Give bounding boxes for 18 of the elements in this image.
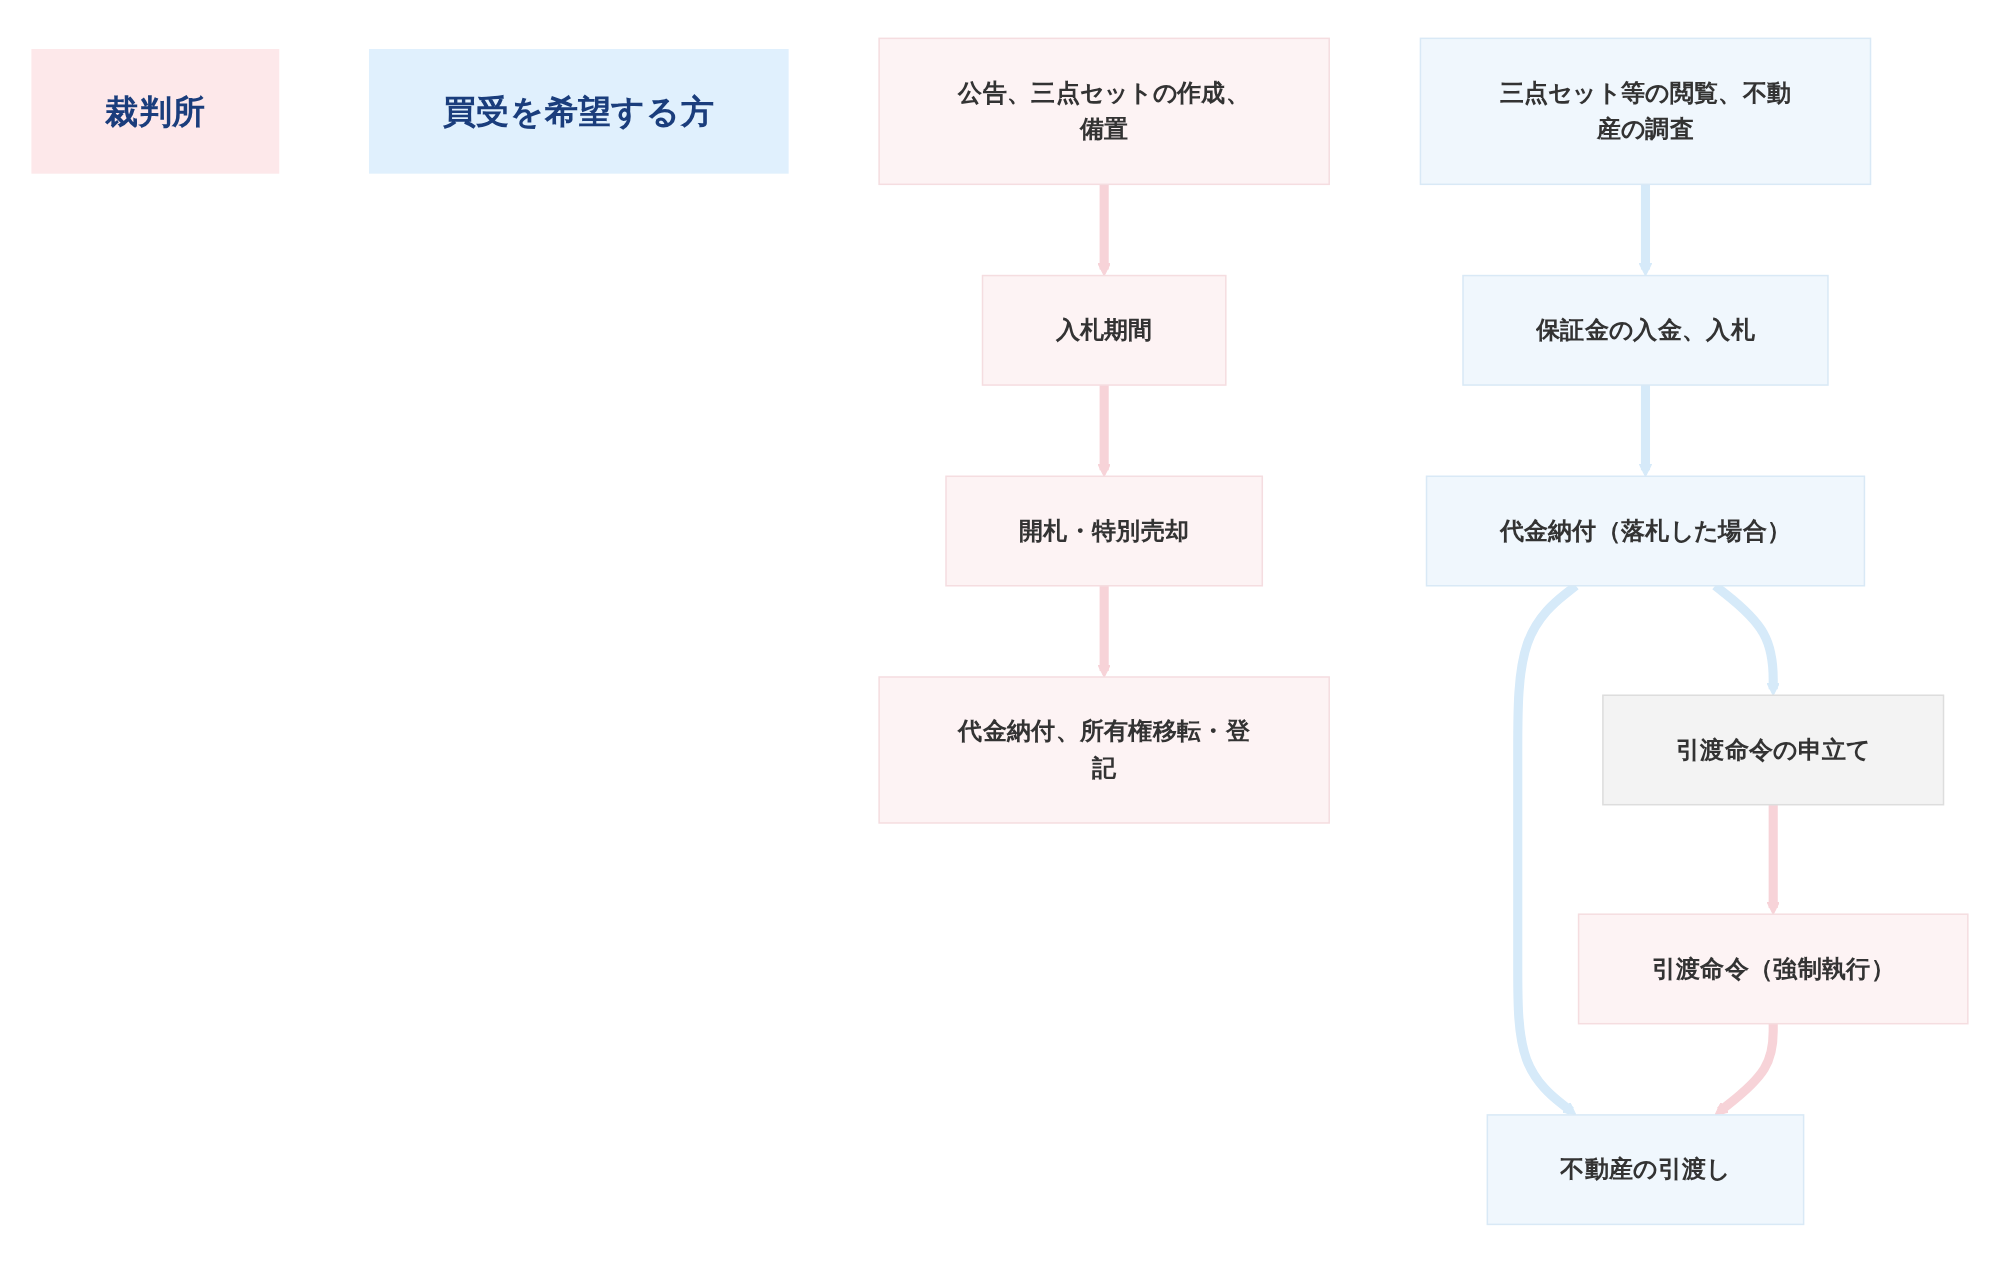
node-box: 引渡命令の申立て [1602,694,1945,806]
node-box: 買受を希望する方 [368,48,789,174]
arrow [1097,384,1111,477]
node-box: 入札期間 [981,274,1227,386]
node-box: 保証金の入金、入札 [1462,274,1829,386]
node-box: 不動産の引渡し [1486,1113,1805,1225]
node-box: 開札・特別売却 [945,475,1264,587]
node-box: 代金納付、所有権移転・登記 [878,675,1330,824]
node-box: 代金納付（落札した場合） [1425,475,1866,587]
arrow [1714,1023,1778,1116]
arrow [1097,585,1111,678]
arrow [1097,183,1111,276]
node-box: 三点セット等の閲覧、不動産の調査 [1419,37,1872,185]
node-box: 公告、三点セットの作成、備置 [878,37,1330,185]
node-box: 引渡命令（強制執行） [1577,913,1969,1025]
arrow [1638,183,1653,276]
arrow [1766,804,1780,915]
arrow [1638,384,1653,477]
